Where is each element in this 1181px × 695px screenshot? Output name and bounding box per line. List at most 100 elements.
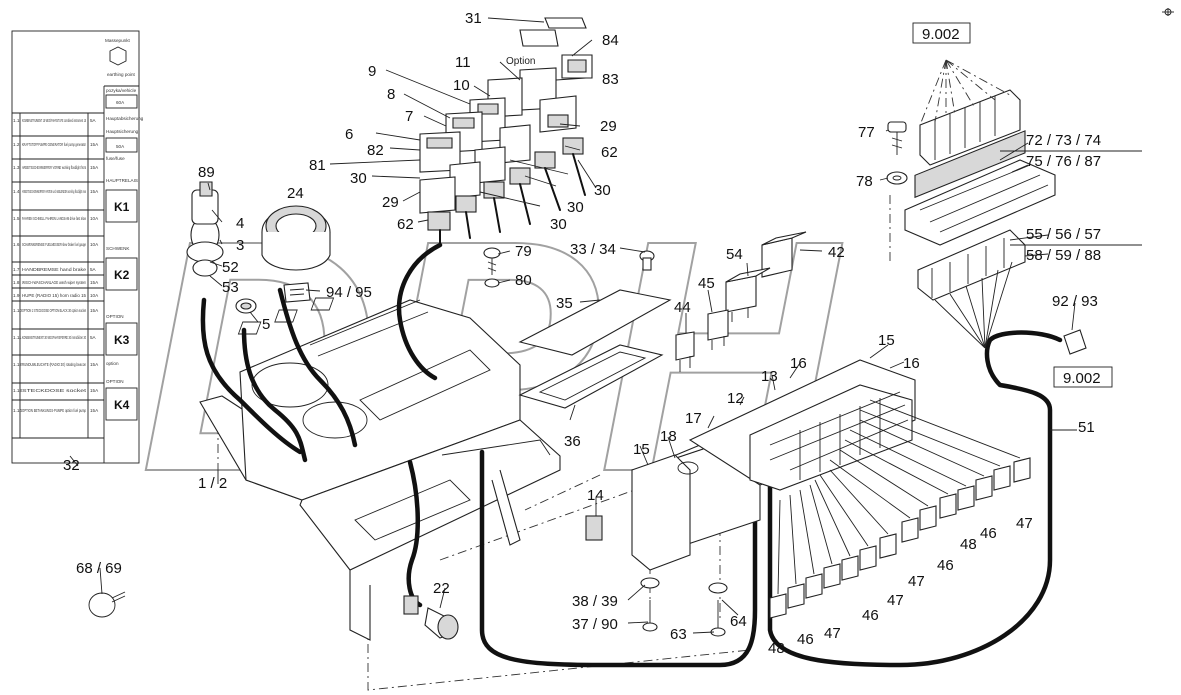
- fuse-row-number: 1.9: [13, 293, 20, 298]
- fuse-row-desc: ARBEITSSCHEINWERFER HINTEN und ABBLENDEN…: [22, 189, 86, 194]
- callout-17: 17: [685, 410, 702, 427]
- callout-52: 52: [222, 259, 239, 276]
- callout-46b: 46: [937, 557, 954, 574]
- callout-5: 5: [262, 316, 270, 333]
- panel-36: [518, 344, 664, 409]
- callout-83: 83: [602, 71, 619, 88]
- relay-k2-label: K2: [114, 268, 130, 282]
- callout-51: 51: [1078, 419, 1095, 436]
- callout-48b: 48: [768, 640, 785, 657]
- callout-30d: 30: [550, 216, 567, 233]
- callout-14: 14: [587, 487, 604, 504]
- legend-cell-label: Hauptabsicherung: [106, 116, 144, 121]
- fuse-row-number: 1.13: [13, 388, 22, 393]
- callout-42: 42: [828, 244, 845, 261]
- fuse-row-amp: 10A: [90, 293, 99, 298]
- fuse-row-number: 1.5: [13, 216, 20, 221]
- fuse-row-desc: OPTION 2 STECKDOSE OPTION BLACK 30 optio…: [22, 308, 86, 313]
- fuse-row-amp: 15A: [90, 362, 99, 367]
- callout-30c: 30: [567, 199, 584, 216]
- callout-44: 44: [674, 299, 691, 316]
- callout-15a: 15: [878, 332, 895, 349]
- screw-79: [483, 247, 501, 288]
- rocker-switch-cluster: [419, 17, 593, 246]
- callout-29a: 29: [600, 118, 617, 135]
- fuse-row-desc: KOMBIINSTRUMENT 15 WEG/FAHRSTUFE combine…: [22, 118, 86, 123]
- fuse-row-desc: ARBEITSSCHEINWERFER VORNE working floodl…: [22, 165, 86, 170]
- callout-6: 6: [345, 126, 353, 143]
- callout-82: 82: [367, 142, 384, 159]
- callout-16b: 16: [790, 355, 807, 372]
- fuse-row-number: 1.8: [13, 280, 20, 285]
- fuse-row-amp: 15A: [90, 189, 99, 194]
- lamp-22: [403, 595, 459, 640]
- callout-4: 4: [236, 215, 244, 232]
- callout-84: 84: [602, 32, 619, 49]
- fuse-row-desc: STECKDOSE socket: [22, 388, 87, 393]
- fuse-row-number: 1.1: [13, 118, 20, 123]
- fuse-row-amp: 5A: [90, 267, 97, 272]
- fuse-row-desc: HUPE (RADIO 15) horn radio 15: [22, 293, 86, 298]
- callout-29b: 29: [382, 194, 399, 211]
- legend-header: Massepunkt: [105, 38, 130, 43]
- callout-79: 79: [515, 243, 532, 260]
- callout-72-73-74: 72 / 73 / 74: [1026, 132, 1101, 149]
- callout-78: 78: [856, 173, 873, 190]
- fuse-row-number: 1.10: [13, 308, 22, 313]
- fuse-row-number: 1.7: [13, 267, 20, 272]
- legend-cell-label: Hauptsicherung: [106, 129, 139, 134]
- wiring-harness: [200, 242, 1063, 668]
- callout-47d: 47: [824, 625, 841, 642]
- fuse-row-number: 1.4: [13, 189, 20, 194]
- fuse-row-desc: RUNDUMLEUCHTE (RADIO 30) rotating beacon: [22, 362, 86, 367]
- callout-13: 13: [761, 368, 778, 385]
- callout-64: 64: [730, 613, 747, 630]
- callout-35: 35: [556, 295, 573, 312]
- relay-k1-label: K1: [114, 200, 130, 214]
- fuse-row-amp: 10A: [90, 216, 99, 221]
- legend-cell-label: OPTION: [106, 314, 124, 319]
- callout-16a: 16: [903, 355, 920, 372]
- fuse-row-desc: FAHREN SCHNELL FAHREN LANGSAM drive fast…: [22, 216, 86, 221]
- callout-46d: 46: [797, 631, 814, 648]
- ref-9-002-bottom[interactable]: 9.002: [1063, 370, 1101, 387]
- legend-header-sub: earthing point: [107, 72, 136, 77]
- legend-right-column: pozyka/vehicle 60A Hauptabsicherung Haup…: [105, 88, 144, 421]
- callout-9: 9: [368, 63, 376, 80]
- callout-63: 63: [670, 626, 687, 643]
- dashboard-frame: [199, 297, 561, 641]
- callout-11: 11: [455, 54, 471, 71]
- fuse-row-amp: 15A: [90, 165, 99, 170]
- fuse-row-amp: 10A: [90, 242, 99, 247]
- legend-cell-label: HAUPTRELAIS: [106, 178, 138, 183]
- fuse-row-number: 1.3: [13, 165, 20, 170]
- fuse-row-desc: OPTION BETANKUNGS-PUMPE option fuel pump: [22, 408, 86, 413]
- callout-81: 81: [309, 157, 326, 174]
- callout-89: 89: [198, 164, 215, 181]
- indicator-lamp-5: [235, 298, 257, 314]
- bolt-77: [886, 121, 908, 185]
- callout-18: 18: [660, 428, 677, 445]
- ref-9-002-top[interactable]: 9.002: [922, 26, 960, 43]
- fuse-row-amp: 15A: [90, 280, 99, 285]
- legend-cell-box: 50A: [116, 144, 125, 149]
- fuse-row-desc: SCHWENKBREMSE FUELMESSER slew brake fuel…: [22, 242, 86, 247]
- callout-62a: 62: [601, 144, 618, 161]
- connector-92-93: [1063, 329, 1087, 355]
- callout-10: 10: [453, 77, 470, 94]
- callout-54: 54: [726, 246, 743, 263]
- relay-42: [761, 231, 807, 278]
- fuse-row-desc: HANDBREMSE hand brake: [22, 267, 86, 272]
- connector-94-95: [283, 282, 311, 303]
- callout-53: 53: [222, 279, 239, 296]
- fuse-row-desc: KRAFTSTOFFPUMPE GENERATOR fuel pump gene…: [22, 142, 86, 147]
- fuse-legend-panel: Massepunkt earthing point pozyka/vehicle…: [11, 30, 144, 464]
- callout-75-76-87: 75 / 76 / 87: [1026, 153, 1101, 170]
- callout-option: Option: [506, 56, 535, 67]
- callout-47a: 47: [1016, 515, 1033, 532]
- callout-37-90: 37 / 90: [572, 616, 618, 633]
- hour-meter-gauge: [261, 205, 331, 271]
- callout-7: 7: [405, 108, 413, 125]
- callout-77: 77: [858, 124, 875, 141]
